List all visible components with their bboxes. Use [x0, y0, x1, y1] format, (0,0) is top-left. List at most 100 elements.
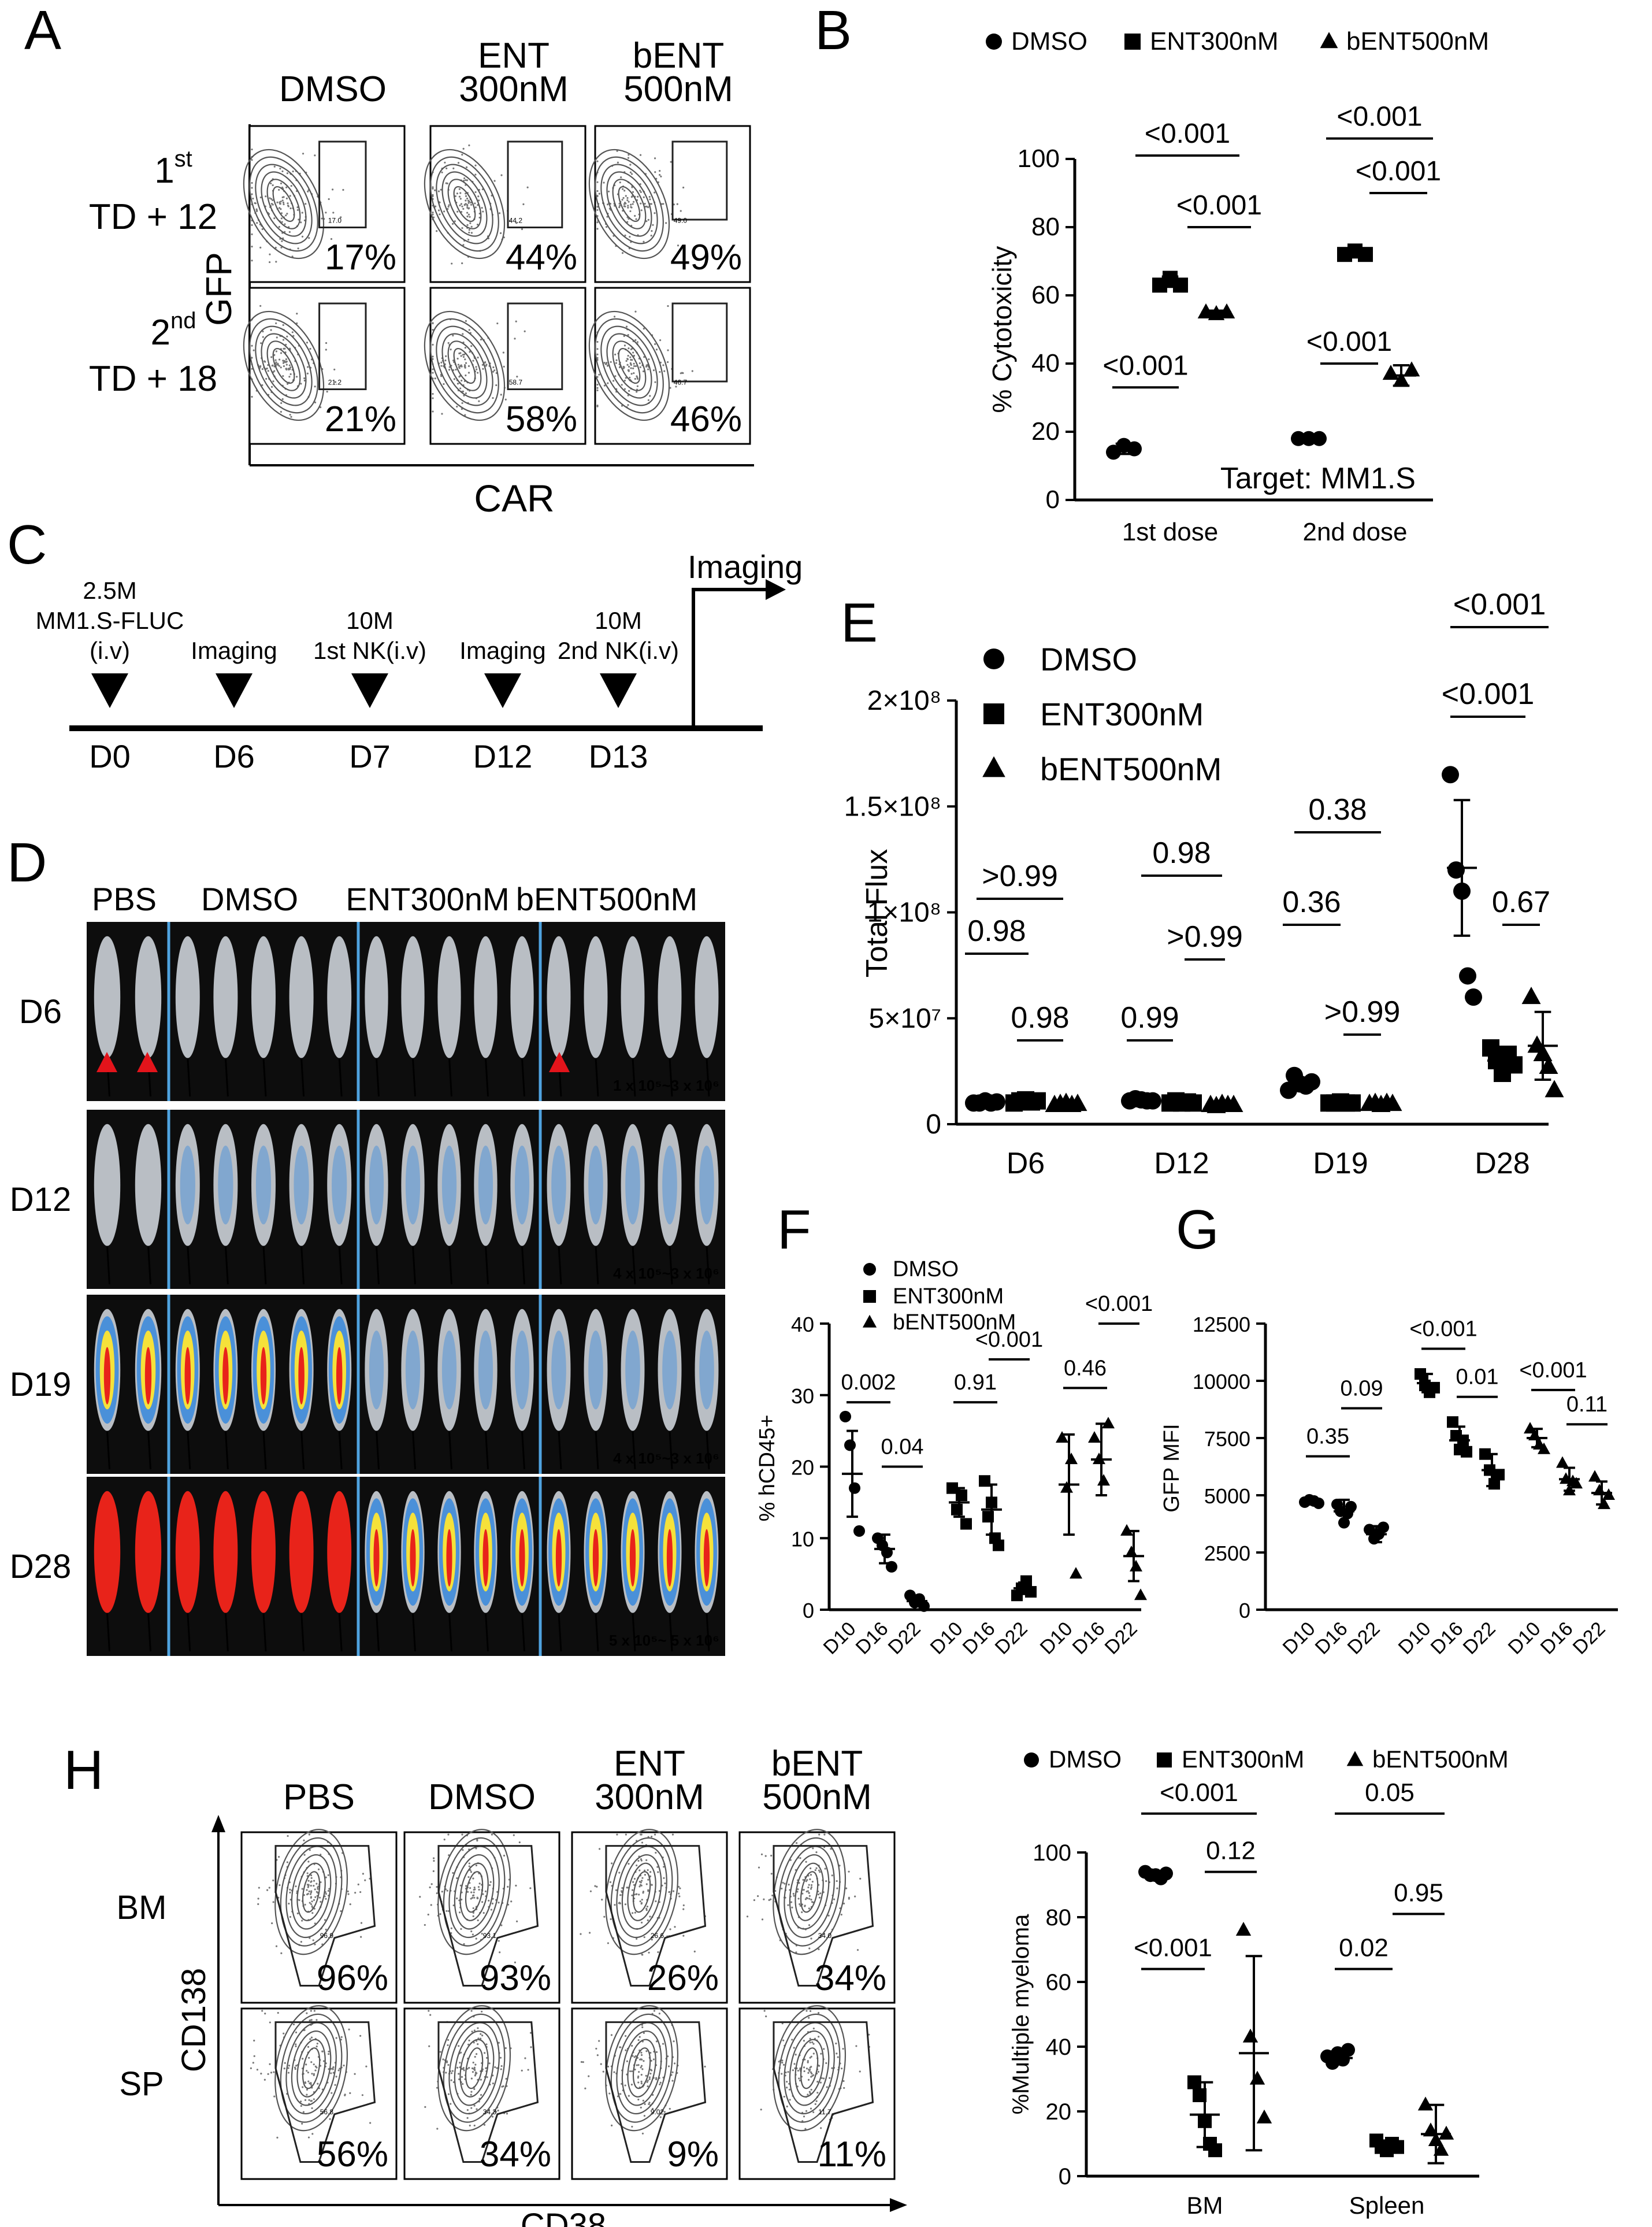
flow-plot-h-event-dot [359, 1891, 362, 1893]
flow-plot-h-percent: 93% [480, 1958, 551, 1998]
flow-plot-h-event-dot [856, 1949, 859, 1951]
flow-plot-h-event-dot [439, 1913, 441, 1915]
flow-plot-h-event-dot [310, 2036, 313, 2039]
legend-marker [1024, 1752, 1039, 1767]
mouse-tail [595, 1246, 599, 1285]
x-day-label: D22 [1459, 1618, 1500, 1659]
flow-plot-a-event-dot [482, 368, 484, 370]
flow-plot-h-event-dot [473, 2088, 476, 2090]
flow-plot-h-event-dot [810, 1884, 813, 1886]
mouse-tail [485, 1431, 489, 1470]
flow-plot-h-frame [240, 2007, 398, 2180]
flow-plot-h-event-dot [763, 1898, 765, 1900]
flow-plot-a-event-dot [633, 362, 635, 365]
flow-plot-h-event-dot [682, 1908, 685, 1910]
timeline-day: D0 [89, 738, 131, 775]
flow-plot-a-contour [272, 186, 295, 223]
flow-plot-h-event-dot [347, 1890, 349, 1892]
flow-plot-a-event-dot [629, 236, 631, 238]
flow-plot-a-event-dot [462, 355, 465, 358]
condition-label: ENT [478, 36, 550, 76]
flow-plot-a-event-dot [447, 342, 450, 344]
flow-plot-h-event-dot [306, 1872, 309, 1874]
data-point-square [956, 1489, 967, 1501]
flow-plot-a-event-dot [276, 336, 278, 339]
flow-plot-a-event-dot [634, 377, 636, 380]
flow-plot-h-event-dot [638, 2071, 640, 2073]
flow-plot-h-event-dot [621, 1887, 623, 1889]
flow-plot-h-event-dot [659, 2116, 662, 2118]
flow-plot-a-event-dot [619, 205, 621, 207]
flow-plot-a-contour [424, 149, 506, 260]
flow-plot-h-event-dot [643, 1869, 646, 1872]
flow-plot-h-event-dot [310, 2061, 313, 2063]
flow-plot-h-event-dot [659, 2083, 661, 2085]
flow-plot-a-event-dot [455, 368, 457, 371]
flow-plot-a-event-dot [644, 202, 646, 205]
flow-plot-h-event-dot [808, 2017, 810, 2019]
flow-plot-h-event-dot [325, 1876, 327, 1878]
data-point-triangle [1383, 1094, 1402, 1111]
flow-plot-a-event-dot [283, 347, 285, 350]
flow-plot-a-event-dot [284, 360, 286, 362]
flow-plot-h-event-dot [657, 1871, 659, 1873]
timeline-arrow [216, 673, 253, 708]
flow-plot-a-event-dot [630, 203, 632, 206]
flow-plot-h-event-dot [498, 1902, 500, 1904]
flow-plot-h-event-dot [629, 2070, 632, 2073]
mouse-signal-faint [405, 1331, 421, 1410]
flow-plot-h-event-dot [477, 2027, 479, 2029]
flow-plot-a-event-dot [596, 376, 599, 378]
flow-plot-h-event-dot [672, 1890, 675, 1892]
flow-plot-h-event-dot [314, 1896, 317, 1898]
flow-plot-h-event-dot [433, 1859, 435, 1862]
flow-plot-a-event-dot [281, 240, 283, 242]
flow-plot-h-event-dot [481, 1901, 484, 1903]
flow-plot-h-event-dot [451, 2070, 454, 2072]
mouse-signal-faint [478, 1331, 493, 1410]
flow-plot-h-event-dot [758, 1866, 760, 1869]
y-tick-label: 0 [1059, 2164, 1071, 2189]
flow-plot-h-event-dot [669, 1928, 671, 1930]
flow-plot-h-event-dot [308, 2099, 310, 2101]
flow-plot-h-event-dot [839, 1907, 841, 1910]
flow-plot-h-event-dot [645, 1859, 648, 1861]
flow-plot-h-event-dot [471, 1896, 474, 1899]
flow-plot-a-event-dot [445, 355, 447, 357]
flow-plot-h-event-dot [473, 1891, 475, 1893]
flow-plot-a-event-dot [466, 179, 469, 181]
flow-plot-a-event-dot [460, 355, 462, 357]
flow-plot-a-event-dot [285, 368, 287, 370]
flow-plot-h-event-dot [474, 2074, 476, 2077]
flow-plot-h-event-dot [311, 2107, 313, 2110]
flow-plot-a-event-dot [307, 366, 309, 368]
flow-plot-h-event-dot [473, 2029, 476, 2032]
flow-plot-h-event-dot [835, 2042, 837, 2045]
flow-plot-a-event-dot [492, 370, 495, 373]
flow-plot-h-event-dot [648, 2078, 651, 2080]
flow-plot-h-event-dot [362, 1873, 364, 1875]
flow-plot-h-event-dot [295, 1885, 297, 1888]
y-tick-label: 0 [1046, 486, 1060, 514]
flow-plot-h-event-dot [436, 1892, 438, 1895]
flow-plot-a-event-dot [448, 369, 451, 371]
flow-plot-a-event-dot [627, 157, 630, 159]
flow-plot-h-event-dot [349, 2092, 351, 2095]
flow-plot-h-event-dot [443, 1839, 446, 1841]
flow-plot-h-event-dot [636, 1864, 638, 1867]
flow-plot-h-event-dot [797, 1898, 800, 1900]
flow-plot-h-event-dot [486, 2076, 488, 2078]
timeline-event-text: 2nd NK(i.v) [558, 637, 679, 664]
flow-plot-h-event-dot [584, 2087, 586, 2089]
flow-plot-h-event-dot [640, 1858, 643, 1861]
flow-plot-a-event-dot [654, 171, 656, 173]
flow-plot-h-event-dot [639, 1900, 641, 1903]
flow-plot-h-event-dot [469, 1887, 472, 1889]
flow-plot-h-event-dot [630, 2083, 633, 2086]
flow-plot-a-percent: 58% [506, 399, 577, 439]
bracket-pvalue: 0.46 [1064, 1356, 1107, 1380]
flow-plot-h-event-dot [638, 2036, 641, 2038]
flow-plot-a-event-dot [296, 376, 298, 378]
mouse-body [289, 1491, 314, 1613]
flow-plot-h-event-dot [632, 1881, 634, 1883]
